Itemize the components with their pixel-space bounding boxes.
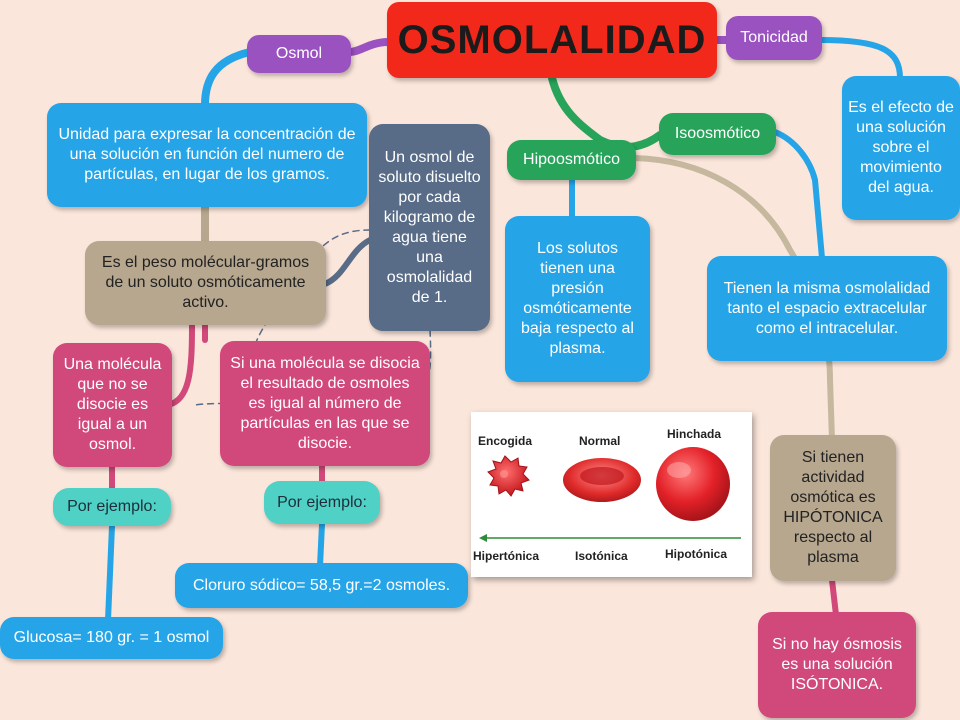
- tonicidad-label: Tonicidad: [740, 29, 808, 46]
- no-disocia-node: Una molécula que no se disocie es igual …: [53, 343, 172, 467]
- main-title-text: OSMOLALIDAD: [397, 18, 707, 62]
- hipoosmotico-label: Hipoosmótico: [523, 151, 620, 168]
- si-disocia-node: Si una molécula se disocia el resultado …: [220, 341, 430, 466]
- isoosmotico-node: Isoosmótico: [659, 113, 776, 155]
- ejemplo-right-text: Por ejemplo:: [277, 493, 367, 511]
- cloruro-node: Cloruro sódico= 58,5 gr.=2 osmoles.: [175, 563, 468, 608]
- hipotonica-node: Si tienen actividad osmótica es HIPÓTONI…: [770, 435, 896, 581]
- arrow-left-icon: [479, 534, 741, 542]
- red-blood-cell-figure: Encogida Normal Hinchada: [471, 412, 752, 577]
- tonicidad-text-node: Es el efecto de una solución sobre el mo…: [842, 76, 960, 220]
- peso-node: Es el peso molécular-gramos de un soluto…: [85, 241, 326, 325]
- osmol-definition-text: Unidad para expresar la concentración de…: [58, 126, 356, 183]
- tonicidad-text: Es el efecto de una solución sobre el mo…: [848, 99, 954, 196]
- cells-illustration: [479, 447, 741, 542]
- hipoosmotico-text-node: Los solutos tienen una presión osmóticam…: [505, 216, 650, 382]
- osmol-definition-node: Unidad para expresar la concentración de…: [47, 103, 367, 207]
- isotonica-text: Si no hay ósmosis es una solución ISÓTON…: [772, 636, 902, 693]
- osmol-label: Osmol: [275, 45, 323, 62]
- isoosmotico-text-node: Tienen la misma osmolalidad tanto el esp…: [707, 256, 947, 361]
- main-title: OSMOLALIDAD: [387, 2, 717, 78]
- kilogramo-node: Un osmol de soluto disuelto por cada kil…: [369, 124, 490, 331]
- no-disocia-text: Una molécula que no se disocie es igual …: [63, 356, 162, 453]
- cloruro-text: Cloruro sódico= 58,5 gr.=2 osmoles.: [192, 576, 451, 594]
- kilogramo-text: Un osmol de soluto disuelto por cada kil…: [378, 148, 481, 306]
- hipoosmotico-node: Hipoosmótico: [507, 140, 636, 180]
- label-isotonica: Isotónica: [575, 549, 628, 563]
- si-disocia-text: Si una molécula se disocia el resultado …: [230, 354, 420, 452]
- label-normal: Normal: [579, 434, 621, 448]
- tonicidad-node: Tonicidad: [726, 16, 822, 60]
- normal-cell-icon: [563, 458, 641, 502]
- isoosmotico-text: Tienen la misma osmolalidad tanto el esp…: [723, 279, 931, 337]
- swollen-cell-icon: [656, 447, 730, 521]
- osmol-node: Osmol: [247, 35, 351, 73]
- label-encogida: Encogida: [478, 434, 533, 448]
- isoosmotico-label: Isoosmótico: [674, 125, 761, 142]
- ejemplo-left-text: Por ejemplo:: [67, 498, 157, 515]
- label-hinchada: Hinchada: [667, 427, 722, 441]
- shrunken-cell-icon: [487, 455, 530, 497]
- hipoosmotico-text: Los solutos tienen una presión osmóticam…: [521, 240, 634, 357]
- label-hipotonica: Hipotónica: [665, 547, 727, 561]
- ejemplo-node-right: Por ejemplo:: [264, 481, 380, 524]
- glucosa-node: Glucosa= 180 gr. = 1 osmol: [0, 617, 223, 659]
- label-hipertonica: Hipertónica: [473, 549, 540, 563]
- isotonica-node: Si no hay ósmosis es una solución ISÓTON…: [758, 612, 916, 718]
- glucosa-text: Glucosa= 180 gr. = 1 osmol: [13, 629, 210, 646]
- hipotonica-text: Si tienen actividad osmótica es HIPÓTONI…: [783, 449, 883, 566]
- ejemplo-node-left: Por ejemplo:: [53, 488, 171, 526]
- peso-text: Es el peso molécular-gramos de un soluto…: [101, 254, 310, 311]
